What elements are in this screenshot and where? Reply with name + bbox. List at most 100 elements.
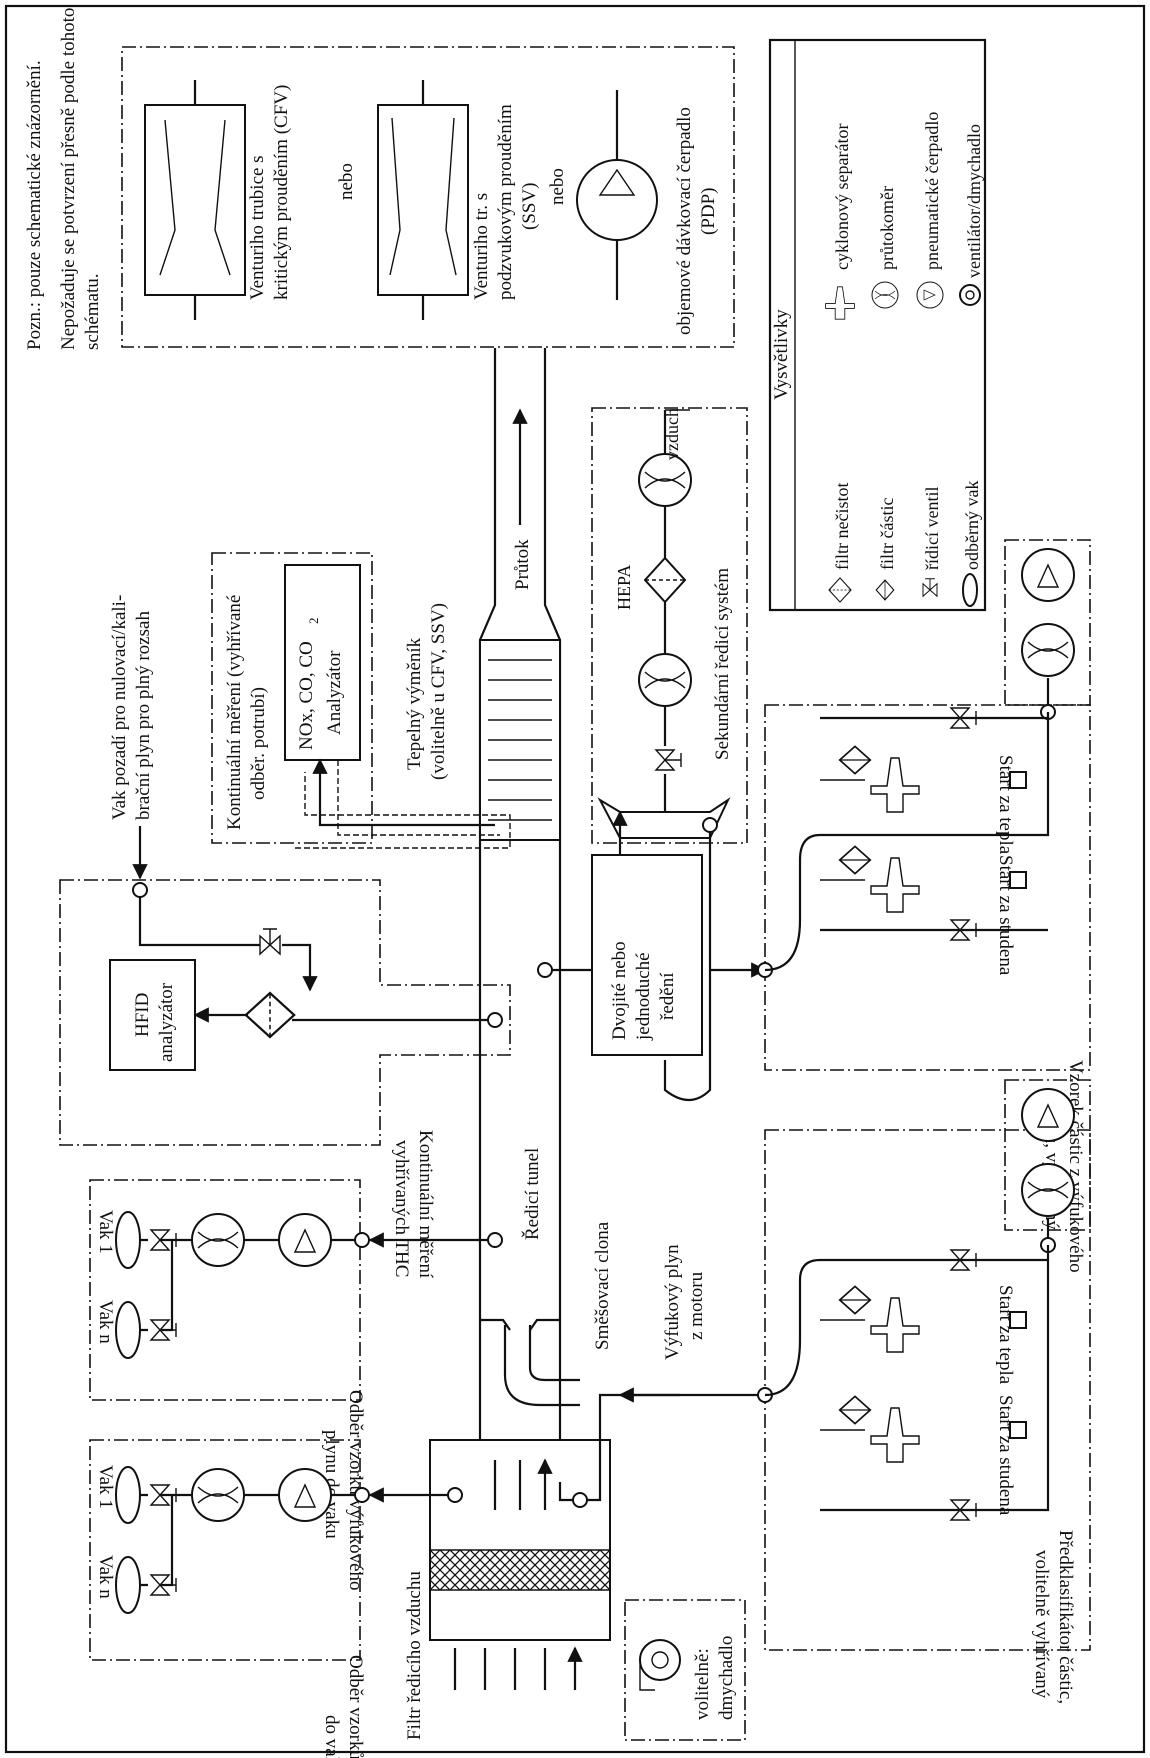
- bag-gas-label-2: brační plyn pro plný rozsah: [133, 611, 154, 820]
- heat-exchanger-label-2: (volitelně u CFV, SSV): [428, 603, 449, 780]
- pm-hot-title-1: Vzorek částic z výfukového: [1065, 1060, 1086, 1273]
- secondary-dilution-box: [591, 407, 748, 844]
- pdp-label-2: (PDP): [698, 187, 719, 235]
- exhaust-pipe: [503, 1325, 580, 1407]
- exhaust-label-2: z motoru: [686, 1271, 707, 1340]
- nox-analyzer-label: Analyzátor: [324, 650, 345, 735]
- legend-item-cyclone: cyklonový separátor: [832, 124, 852, 270]
- pdp-label-1: objemové dávkovací čerpadlo: [674, 107, 695, 335]
- hepa-label: HEPA: [614, 565, 634, 610]
- thc-label-1: Kontinuální měření: [415, 1130, 436, 1279]
- background-bag-title-2: do vaku: [321, 1715, 342, 1758]
- exhaust-bag-flowmeter: [191, 1213, 245, 1267]
- background-bag-1: [115, 1466, 141, 1524]
- bag-gas-label-1: Vak pozadí pro nulovací/kali-: [109, 595, 130, 820]
- legend-item-bag: odběrný vak: [962, 481, 982, 570]
- exhaust-bag-title-2: plynu do vaku: [321, 1430, 342, 1539]
- pm-optional-cyclone-hot: [870, 1297, 920, 1353]
- legend-item-valve: řídicí ventil: [922, 487, 942, 570]
- dilution-air-filter: [429, 1549, 611, 1591]
- ssv-label-1: Venturiho tr. s: [471, 193, 492, 300]
- exhaust-vak-1: Vak 1: [95, 1210, 116, 1254]
- optional-label-2: dmychadlo: [716, 1636, 737, 1720]
- valve-icon: [922, 578, 938, 597]
- note-line-3: schématu.: [82, 273, 103, 350]
- nox-sample-line: [312, 758, 495, 827]
- note-line-1: Pozn.: pouze schematické znázornění.: [24, 60, 45, 350]
- hfid-box: [59, 879, 511, 1146]
- legend-item-dirt-filter: filtr nečistot: [832, 483, 852, 570]
- hfid-sample-line: [195, 1015, 495, 1020]
- pm-hot-cyclone-hot: [870, 757, 920, 813]
- mixing-orifice: [480, 1318, 560, 1331]
- background-bag-pump: [278, 1468, 332, 1522]
- pm-optional-flowmeter: [1021, 1163, 1075, 1217]
- dilution-tunnel-label: Ředicí tunel: [521, 1148, 543, 1240]
- dirt-filter-icon: [828, 577, 852, 603]
- optional-label-1: volitelně:: [692, 1648, 713, 1720]
- legend-item-pump: pneumatické čerpadlo: [922, 112, 942, 270]
- dilution-tunnel: [478, 348, 562, 1480]
- pm-optional-cyclone-cold: [870, 1407, 920, 1463]
- pm-hot-hot-start: Start za tepla: [995, 755, 1016, 855]
- legend-item-blower: ventilátor/dmychadlo: [964, 124, 984, 278]
- flow-label: Průtok: [512, 539, 533, 590]
- thc-label-2: vyhřívaných THC: [391, 1140, 412, 1277]
- flowmeter-icon: [871, 281, 899, 309]
- exhaust-bag-n: [115, 1301, 141, 1359]
- optional-blower-box: [624, 1599, 746, 1741]
- continuous-label-1: Kontinuální měření (vyhřívané: [224, 595, 245, 830]
- mixing-orifice-label: Směšovací clona: [592, 1221, 613, 1350]
- or-label-1: nebo: [336, 163, 357, 200]
- blower-symbol: [639, 1639, 681, 1691]
- pm-hot-cold-start: Start za studena: [995, 855, 1016, 976]
- pm-optional-cold-start: Start za studena: [995, 1395, 1016, 1516]
- legend-title: Vysvětlivky: [771, 309, 792, 400]
- air-label: vzduch: [662, 408, 682, 460]
- heat-exchanger-label-1: Tepelný výměník: [404, 637, 425, 770]
- hfid-valve: [259, 928, 281, 955]
- note-block: Pozn.: pouze schematické znázornění. Nep…: [24, 8, 103, 350]
- exhaust-vak-n: Vak n: [95, 1300, 116, 1344]
- nox-sub: 2: [306, 618, 321, 625]
- pm-hot-flowmeter: [1021, 623, 1075, 677]
- ssv-label-2: podzvukovým prouděním: [495, 104, 516, 300]
- background-bag-flowmeter: [191, 1468, 245, 1522]
- double-dilution-label-1: Dvojité nebo: [609, 941, 630, 1040]
- pm-hot-cyclone-cold: [870, 857, 920, 913]
- hfid-dirt-filter: [244, 991, 296, 1039]
- cfv-label-1: Venturiho trubice s: [247, 155, 268, 300]
- legend-item-flowmeter: průtokoměr: [877, 186, 897, 270]
- exhaust-bag-1: [115, 1211, 141, 1269]
- exhaust-label-1: Výfukový plyn: [662, 1244, 683, 1360]
- or-label-2: nebo: [547, 168, 568, 205]
- secondary-flowmeter: [638, 453, 692, 507]
- continuous-label-2: odběr. potrubí): [248, 687, 269, 800]
- background-bag-box: [89, 1439, 361, 1661]
- hfid-label-2: analyzátor: [156, 982, 177, 1062]
- double-dilution-label-3: ředění: [657, 972, 678, 1020]
- legend-item-particle-filter: filtr částic: [877, 498, 897, 570]
- pm-optional-pump: [1021, 1088, 1075, 1142]
- pm-optional-title-2: volitelně vyhřívaný: [1031, 1550, 1052, 1699]
- hepa-filter: [644, 557, 686, 603]
- bag-icon: [962, 573, 978, 607]
- pdp-pump-symbol: [576, 90, 658, 300]
- background-bag-n: [115, 1556, 141, 1614]
- cfv-venturi-symbol: [144, 80, 246, 320]
- particle-filter-icon: [875, 579, 895, 601]
- outer-frame: [4, 4, 1146, 1754]
- continuous-measurement-box: [211, 552, 373, 844]
- hfid-label-1: HFID: [132, 993, 153, 1037]
- ssv-venturi-symbol: [377, 80, 469, 320]
- nox-analyzer: [284, 564, 361, 761]
- exhaust-bag-box: [89, 1179, 361, 1401]
- nox-label: NOx, CO, CO: [296, 641, 317, 750]
- cyclone-icon: [825, 286, 855, 320]
- secondary-valve: [655, 749, 682, 771]
- legend-box: [768, 38, 987, 612]
- flow-meter-box: [121, 46, 735, 348]
- cfv-label-2: kritickým prouděním (CFV): [271, 85, 292, 300]
- secondary-pump: [638, 653, 692, 707]
